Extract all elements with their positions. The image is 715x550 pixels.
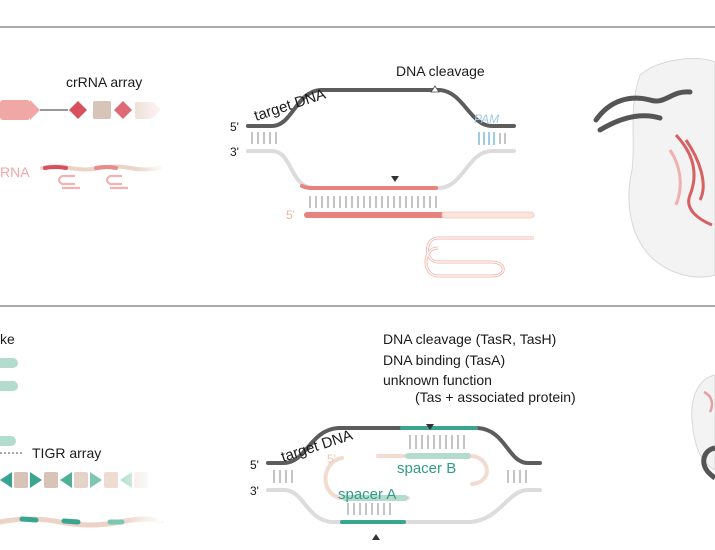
left-duplex-ticks	[251, 132, 277, 144]
tigr-arrow-left-1	[0, 472, 12, 488]
tigr-five-prime-label: 5'	[250, 458, 259, 472]
crrna-array-label: crRNA array	[66, 74, 142, 90]
tigr-arrow-left-2	[60, 472, 72, 488]
target-dna-label: target DNA	[252, 86, 328, 125]
repeat-diamond-3	[114, 101, 132, 119]
crrna-red-segment-2	[94, 165, 118, 170]
tigr-right-duplex-ticks	[507, 470, 527, 483]
legend-dna-binding: DNA binding (TasA)	[383, 352, 505, 368]
legend-unknown-function: unknown function	[383, 372, 492, 388]
legend-dna-cleavage: DNA cleavage (TasR, TasH)	[383, 331, 556, 347]
tas-gene-pills	[0, 358, 18, 446]
processed-crrna-group: RNA	[0, 160, 165, 196]
tigr-protein-structure	[691, 374, 715, 481]
processed-tigr-rna	[0, 512, 163, 532]
tigr-arrow-right-2	[90, 472, 102, 488]
repeat-diamond-1	[69, 101, 87, 119]
right-duplex-ticks	[499, 133, 506, 144]
tigr-left-duplex-ticks	[273, 470, 293, 483]
tigr-target-dna-diagram: target DNA 5' 3' 5' spacer B spacer A	[250, 424, 542, 540]
spacer-b-label: spacer B	[397, 460, 456, 477]
pam-ticks	[478, 132, 495, 145]
spacer-a-label: spacer A	[338, 486, 396, 503]
bottom-partial-label: ke	[0, 331, 15, 347]
crrna-hairpin-2	[105, 174, 128, 190]
guide-five-prime-label: 5'	[286, 208, 295, 222]
tigr-protein-surface	[691, 374, 715, 471]
guide-repeat-segment	[441, 211, 535, 219]
guide-duplex-ticks	[309, 196, 437, 208]
guide-hairpin-inner	[425, 237, 534, 277]
guide-spacer-segment	[304, 212, 444, 218]
tigr-bottom-cleavage-marker	[372, 534, 380, 540]
protein-surface-top	[628, 58, 715, 278]
tigr-block-4	[104, 472, 118, 488]
tigr-guide-five-prime-label: 5'	[327, 452, 336, 466]
rna-fragment-label: RNA	[0, 164, 30, 180]
tigr-protein-dna	[701, 445, 715, 481]
leader-block	[0, 100, 30, 120]
tigr-top-cleavage-marker	[426, 424, 434, 430]
leader-arrow	[30, 100, 40, 120]
spacer-a-duplex-ticks	[347, 503, 391, 515]
crrna-hairpin-1	[57, 174, 80, 190]
tas-pill-1	[0, 358, 18, 368]
target-dna-top-strand	[246, 88, 516, 128]
tas-function-legend: DNA cleavage (TasR, TasH) DNA binding (T…	[383, 331, 576, 405]
tigr-array-fade	[118, 468, 162, 492]
guide-hairpin	[424, 236, 534, 278]
crrna-fade	[135, 160, 165, 196]
tigr-array-group: TIGR array	[0, 445, 162, 492]
crrna-array-group: crRNA array	[0, 74, 170, 124]
spacer-b-duplex-ticks	[409, 435, 465, 449]
tigr-block-2	[44, 472, 58, 488]
tigr-block-3	[74, 472, 88, 488]
top-three-prime-label: 3'	[230, 145, 239, 159]
protein-dna-helix-dark	[593, 89, 693, 133]
tigr-block-1	[14, 472, 28, 488]
top-five-prime-label: 5'	[230, 120, 239, 134]
tigr-array-label: TIGR array	[32, 445, 101, 461]
tigr-target-dna-label: target DNA	[279, 427, 355, 466]
protein-rna-helix-pink	[668, 149, 682, 206]
spacer-b-guide-segment	[405, 453, 471, 459]
tas-pill-3	[0, 436, 16, 446]
dna-cleavage-label: DNA cleavage	[396, 63, 485, 79]
crispr-target-dna-diagram: target DNA DNA cleavage PAM 5' 3' 5'	[230, 63, 535, 278]
tas-pill-2	[0, 381, 18, 391]
tigr-rna-teal-1	[19, 516, 39, 523]
top-cleavage-marker	[430, 85, 440, 93]
target-dna-bottom-strand	[246, 149, 516, 190]
target-dna-bottom-red-segment	[300, 184, 438, 190]
pam-label: PAM	[474, 112, 499, 126]
tigr-rna-fade	[122, 512, 162, 532]
tigr-dna-bottom-strand	[266, 488, 542, 524]
tigr-rna-teal-2	[61, 518, 81, 525]
crispr-protein-structure	[593, 58, 715, 278]
legend-associated-protein: (Tas + associated protein)	[415, 389, 576, 405]
tigr-three-prime-label: 3'	[250, 484, 259, 498]
tigr-arrow-right-1	[30, 472, 42, 488]
crrna-red-segment-1	[43, 165, 68, 170]
array-fade	[130, 98, 170, 124]
spacer-a-guide-segment	[342, 495, 408, 501]
bottom-cleavage-marker	[391, 176, 399, 182]
tigr-protein-rna	[703, 390, 714, 413]
spacer-square-1	[93, 101, 111, 119]
protein-rna-helix-red	[674, 133, 713, 227]
